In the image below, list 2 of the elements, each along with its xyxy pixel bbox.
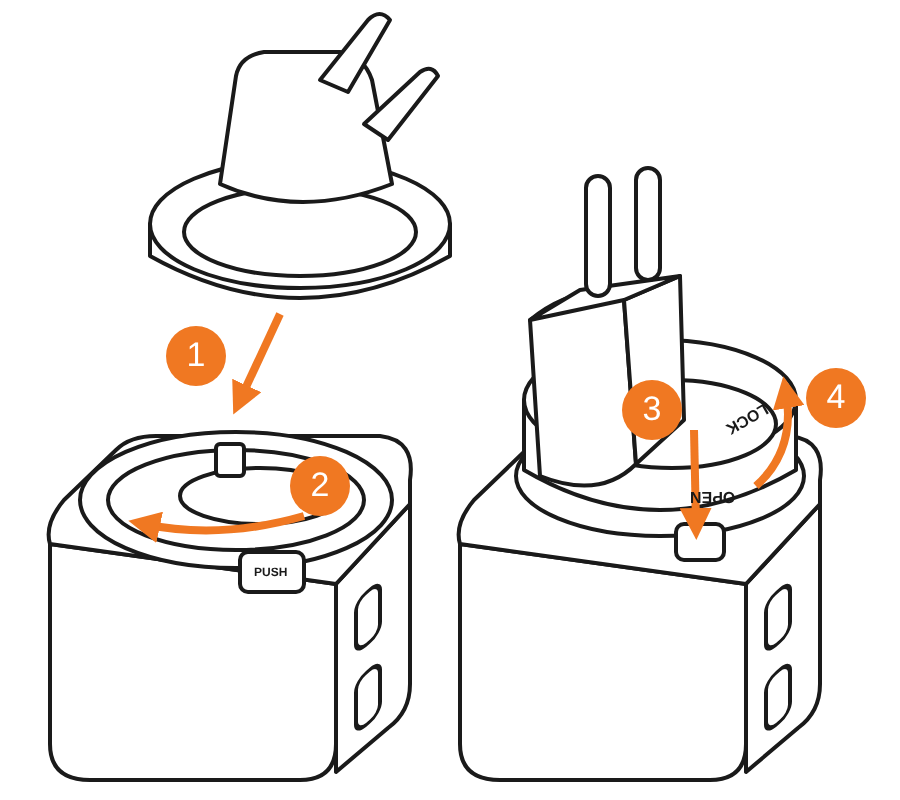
- callout-number: 1: [166, 326, 226, 386]
- callout-number: 4: [806, 368, 866, 428]
